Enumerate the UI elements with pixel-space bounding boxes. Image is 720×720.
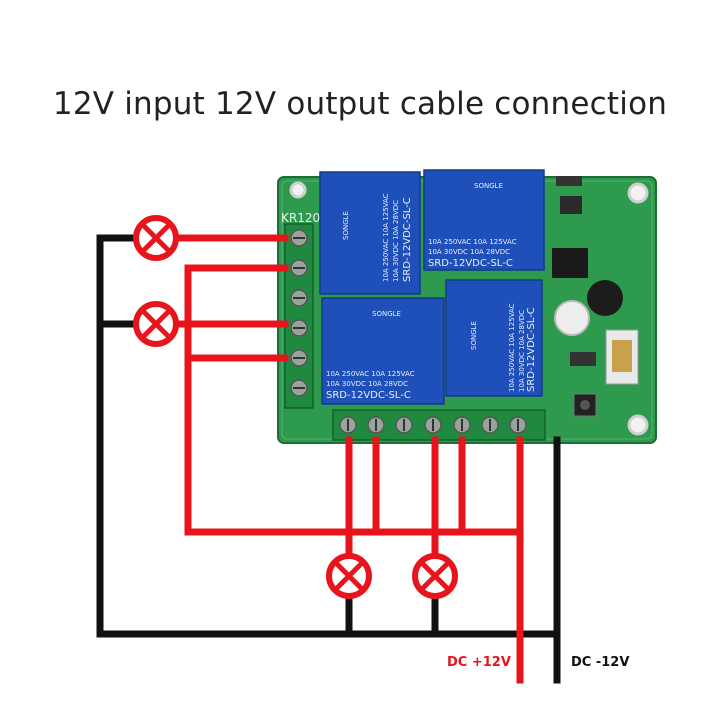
svg-text:SONGLE: SONGLE	[474, 182, 503, 190]
lamp-icon	[133, 215, 179, 261]
svg-text:SRD-12VDC-SL-C: SRD-12VDC-SL-C	[428, 258, 513, 269]
mounting-hole	[627, 414, 649, 436]
svg-text:SRD-12VDC-SL-C: SRD-12VDC-SL-C	[526, 307, 537, 392]
svg-text:SRD-12VDC-SL-C: SRD-12VDC-SL-C	[326, 390, 411, 401]
mounting-hole	[289, 181, 307, 199]
diagram-title: 12V input 12V output cable connection	[52, 86, 668, 122]
svg-text:10A 30VDC 10A 28VDC: 10A 30VDC 10A 28VDC	[326, 380, 408, 388]
svg-text:10A 250VAC 10A 125VAC: 10A 250VAC 10A 125VAC	[508, 303, 516, 392]
relay-1: SRD-12VDC-SL-C 10A 250VAC 10A 125VAC 10A…	[319, 171, 421, 295]
svg-text:10A 30VDC 10A 28VDC: 10A 30VDC 10A 28VDC	[518, 310, 526, 392]
board-label: KR1204	[281, 211, 328, 225]
svg-text:10A 30VDC 10A 28VDC: 10A 30VDC 10A 28VDC	[392, 200, 400, 282]
svg-text:10A 250VAC 10A 125VAC: 10A 250VAC 10A 125VAC	[326, 370, 415, 378]
negative-wires	[96, 234, 561, 684]
lamp-icon	[412, 553, 458, 599]
relay-board: KR1204	[277, 169, 657, 444]
negative-wire	[96, 234, 561, 638]
svg-text:10A 30VDC 10A 28VDC: 10A 30VDC 10A 28VDC	[428, 248, 510, 256]
positive-wire	[184, 264, 524, 536]
positive-wires	[172, 234, 524, 684]
dc-positive-label: DC +12V	[447, 655, 511, 670]
lamp-icon	[133, 301, 179, 347]
svg-text:SONGLE: SONGLE	[372, 310, 401, 318]
svg-text:10A 250VAC 10A 125VAC: 10A 250VAC 10A 125VAC	[428, 238, 517, 246]
svg-text:SONGLE: SONGLE	[342, 211, 350, 240]
relay-2: SRD-12VDC-SL-C 10A 250VAC 10A 125VAC 10A…	[423, 169, 545, 271]
svg-text:SRD-12VDC-SL-C: SRD-12VDC-SL-C	[402, 197, 413, 282]
left-terminal-block	[284, 223, 314, 409]
mounting-hole	[627, 182, 649, 204]
relay-3: SRD-12VDC-SL-C 10A 250VAC 10A 125VAC 10A…	[321, 297, 445, 405]
lamp-icon	[326, 553, 372, 599]
svg-text:SONGLE: SONGLE	[470, 321, 478, 350]
board-components	[552, 176, 639, 417]
relay-4: SRD-12VDC-SL-C 10A 250VAC 10A 125VAC 10A…	[445, 279, 543, 397]
svg-text:10A 250VAC 10A 125VAC: 10A 250VAC 10A 125VAC	[382, 193, 390, 282]
dc-negative-label: DC -12V	[571, 655, 629, 670]
bottom-terminal-block	[332, 409, 546, 441]
